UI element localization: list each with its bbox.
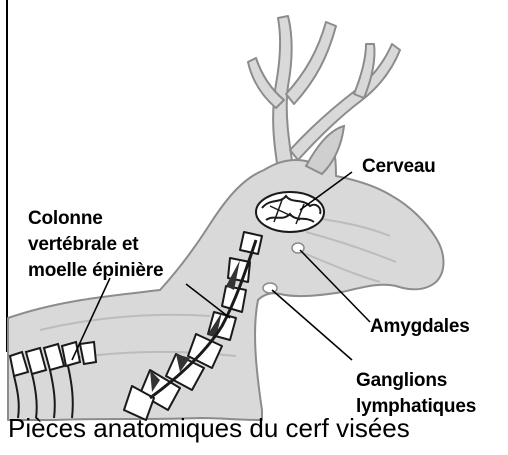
label-spine-line2: vertébrale et — [28, 232, 138, 257]
figure-caption: Pièces anatomiques du cerf visées — [8, 412, 410, 444]
label-brain: Cerveau — [362, 154, 436, 179]
leader-lymph — [272, 290, 352, 360]
brain — [256, 192, 324, 232]
label-spine-line1: Colonne — [28, 206, 103, 231]
label-tonsils: Amygdales — [370, 314, 470, 339]
frame-left-edge — [6, 0, 8, 352]
lymph-node — [263, 283, 277, 293]
label-spine-line3: moelle épinière — [28, 258, 163, 283]
label-lymph-line1: Ganglions — [356, 368, 447, 393]
